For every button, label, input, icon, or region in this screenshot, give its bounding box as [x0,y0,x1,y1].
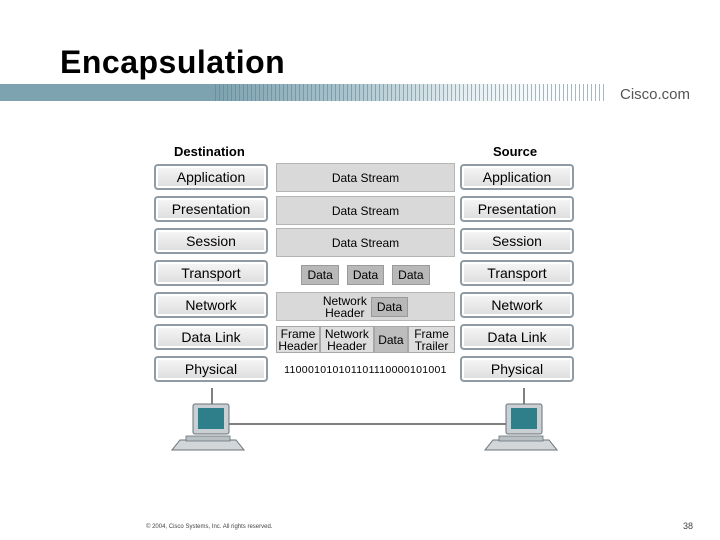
src-layer-physical: Physical [460,356,574,382]
slide-title: Encapsulation [60,44,286,80]
data-stream-presentation: Data Stream [276,196,455,225]
frame-network-header: Network Header [320,326,374,353]
brand-logo-text: Cisco.com [619,86,690,103]
source-heading: Source [493,144,538,159]
dest-layer-network: Network [154,292,268,318]
dest-layer-application: Application [154,164,268,190]
packet-data: Data [370,296,409,317]
frame-header-line1: Frame [280,326,316,341]
frame-trailer-line1: Frame [414,326,449,341]
data-stream-application: Data Stream [276,163,455,192]
segment-data: Data [301,264,339,285]
frame-header-line2: Header [278,338,318,353]
footer-copyright: © 2004, Cisco Systems, Inc. All rights r… [146,524,273,530]
source-computer-icon [483,403,559,451]
frame-data: Data [373,326,409,353]
frame-network-header-line2: Header [327,338,367,353]
bit-stream: 110001010101101110000101001 [284,364,447,376]
src-layer-session: Session [460,228,574,254]
network-packet: Network Header Data [276,292,455,321]
page-number: 38 [683,521,694,531]
segment-data: Data [392,264,430,285]
data-stream-label: Data Stream [331,235,400,250]
dest-layer-physical: Physical [154,356,268,382]
dest-layer-session: Session [154,228,268,254]
frame-trailer-line2: Trailer [414,338,449,353]
src-layer-transport: Transport [460,260,574,286]
destination-computer-icon [170,403,246,451]
network-header-line2: Header [325,305,365,320]
src-layer-application: Application [460,164,574,190]
src-layer-presentation: Presentation [460,196,574,222]
destination-heading: Destination [174,144,245,159]
frame-header: Frame Header [276,326,321,353]
frame-trailer: Frame Trailer [408,326,456,353]
src-layer-data-link: Data Link [460,324,574,350]
dest-layer-data-link: Data Link [154,324,268,350]
dest-layer-presentation: Presentation [154,196,268,222]
data-stream-label: Data Stream [331,203,400,218]
segment-data: Data [346,264,385,285]
transport-segments: Data Data Data [276,260,455,289]
network-header-line1: Network [322,293,367,308]
frame-data-label: Data [378,332,404,347]
data-stream-session: Data Stream [276,228,455,257]
src-layer-network: Network [460,292,574,318]
frame-network-header-line1: Network [324,326,369,341]
data-link-frame: Frame Header Network Header Data Frame T… [276,326,456,353]
title-bar-stripes [215,84,605,101]
dest-layer-transport: Transport [154,260,268,286]
data-stream-label: Data Stream [331,170,400,185]
network-header-label: Network Header [323,295,367,319]
